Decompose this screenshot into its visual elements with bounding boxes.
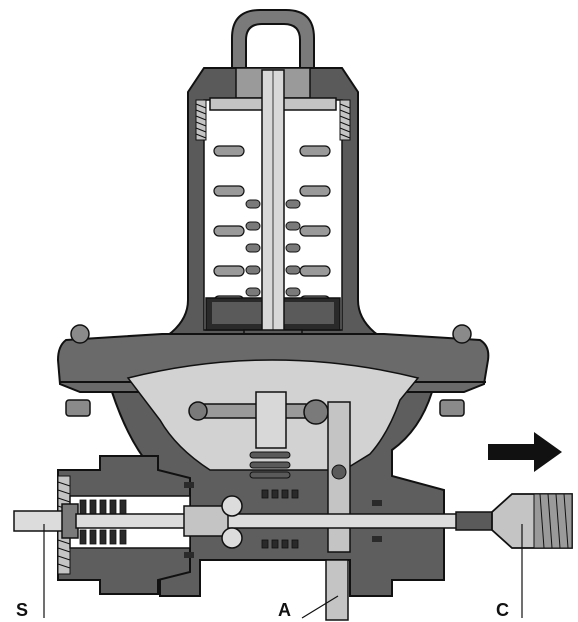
inlet-rod <box>13 510 65 532</box>
top-cap-loop <box>231 9 315 73</box>
valve-spring <box>249 451 291 479</box>
vent-pipe <box>325 559 349 621</box>
arrow-right-icon <box>488 432 562 472</box>
bonnet-threads-left <box>195 99 207 141</box>
main-rod <box>75 513 469 529</box>
outer-spring <box>213 145 331 307</box>
valve-ball-upper <box>221 495 243 517</box>
label-s: S <box>16 600 28 620</box>
seat-spring <box>261 489 299 549</box>
label-c: C <box>496 600 509 620</box>
label-a: A <box>278 600 291 620</box>
inlet-spring <box>79 499 127 545</box>
valve-seat-block <box>183 505 229 537</box>
outlet-threaded-rod <box>455 511 497 531</box>
seals <box>184 482 382 558</box>
flange-bolts <box>65 324 472 417</box>
bonnet-threads-right <box>339 99 351 141</box>
leader-line-a <box>301 595 339 619</box>
lever-mechanism <box>188 391 329 449</box>
inner-spring <box>245 199 301 297</box>
outlet-threads <box>533 493 573 549</box>
valve-ball-lower <box>221 527 243 549</box>
